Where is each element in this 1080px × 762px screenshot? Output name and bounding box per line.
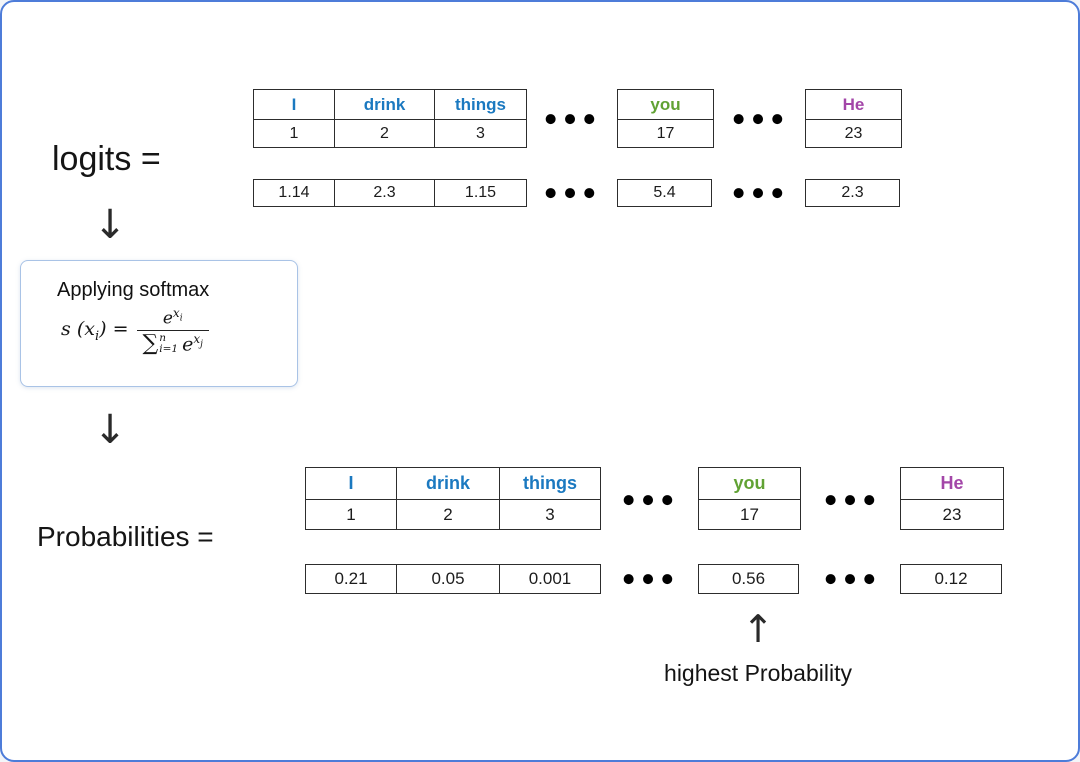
ellipsis-dots: ●●● — [732, 111, 792, 127]
formula-numerator: exi — [162, 306, 183, 329]
token-id: 23 — [805, 119, 902, 148]
arrow-down-icon: ↓ — [93, 407, 127, 453]
token-id-row: 1 2 3 — [253, 119, 527, 148]
denominator-term: exj — [182, 331, 203, 355]
softmax-title: Applying softmax — [57, 279, 210, 301]
prob-value: 0.001 — [499, 564, 601, 594]
token-header: I — [305, 467, 397, 500]
formula-lhs: s (xi) = — [61, 318, 129, 344]
sigma-symbol: ∑ — [142, 330, 159, 356]
ellipsis-dots: ●●● — [732, 185, 792, 201]
prob-value: 0.12 — [900, 564, 1002, 594]
token-header: you — [617, 89, 714, 120]
token-id: 1 — [305, 499, 397, 530]
token-header: things — [499, 467, 601, 500]
logit-value: 5.4 — [617, 179, 712, 207]
token-header: you — [698, 467, 801, 500]
ellipsis-dots: ●●● — [622, 571, 682, 587]
logit-value: 2.3 — [334, 179, 435, 207]
token-id: 1 — [253, 119, 335, 148]
logits-label: logits = — [52, 140, 161, 178]
token-header: things — [434, 89, 527, 120]
logits-values-row: 1.14 2.3 1.15 — [253, 179, 527, 207]
prob-value: 0.21 — [305, 564, 397, 594]
probabilities-label: Probabilities = — [37, 521, 214, 552]
token-id: 17 — [617, 119, 714, 148]
token-header: I — [253, 89, 335, 120]
logit-value: 2.3 — [805, 179, 900, 207]
token-id: 2 — [334, 119, 435, 148]
token-id: 23 — [900, 499, 1004, 530]
ellipsis-dots: ●●● — [544, 111, 604, 127]
prob-token-table-you: you 17 — [698, 467, 801, 530]
prob-value-highest: 0.56 — [698, 564, 799, 594]
logit-value: 1.15 — [434, 179, 527, 207]
token-id: 17 — [698, 499, 801, 530]
token-header: drink — [396, 467, 500, 500]
ellipsis-dots: ●●● — [544, 185, 604, 201]
logits-token-table-you: you 17 — [617, 89, 714, 148]
token-header: drink — [334, 89, 435, 120]
token-id: 3 — [499, 499, 601, 530]
arrow-up-icon: ↑ — [742, 607, 774, 651]
token-header-row: I drink things — [253, 89, 527, 120]
prob-token-table-he: He 23 — [900, 467, 1004, 530]
prob-values-row: 0.21 0.05 0.001 — [305, 564, 601, 594]
logits-token-table-he: He 23 — [805, 89, 902, 148]
ellipsis-dots: ●●● — [824, 571, 884, 587]
arrow-down-icon: ↓ — [93, 202, 127, 248]
logits-token-table: I drink things 1 2 3 — [253, 89, 527, 148]
highest-probability-label: highest Probability — [664, 660, 852, 686]
token-id: 3 — [434, 119, 527, 148]
token-id: 2 — [396, 499, 500, 530]
token-id-row: 1 2 3 — [305, 499, 601, 530]
token-header: He — [900, 467, 1004, 500]
prob-value: 0.05 — [396, 564, 500, 594]
ellipsis-dots: ●●● — [824, 492, 884, 508]
logit-value: 1.14 — [253, 179, 335, 207]
token-header: He — [805, 89, 902, 120]
prob-token-table: I drink things 1 2 3 — [305, 467, 601, 530]
token-header-row: I drink things — [305, 467, 601, 500]
ellipsis-dots: ●●● — [622, 492, 682, 508]
